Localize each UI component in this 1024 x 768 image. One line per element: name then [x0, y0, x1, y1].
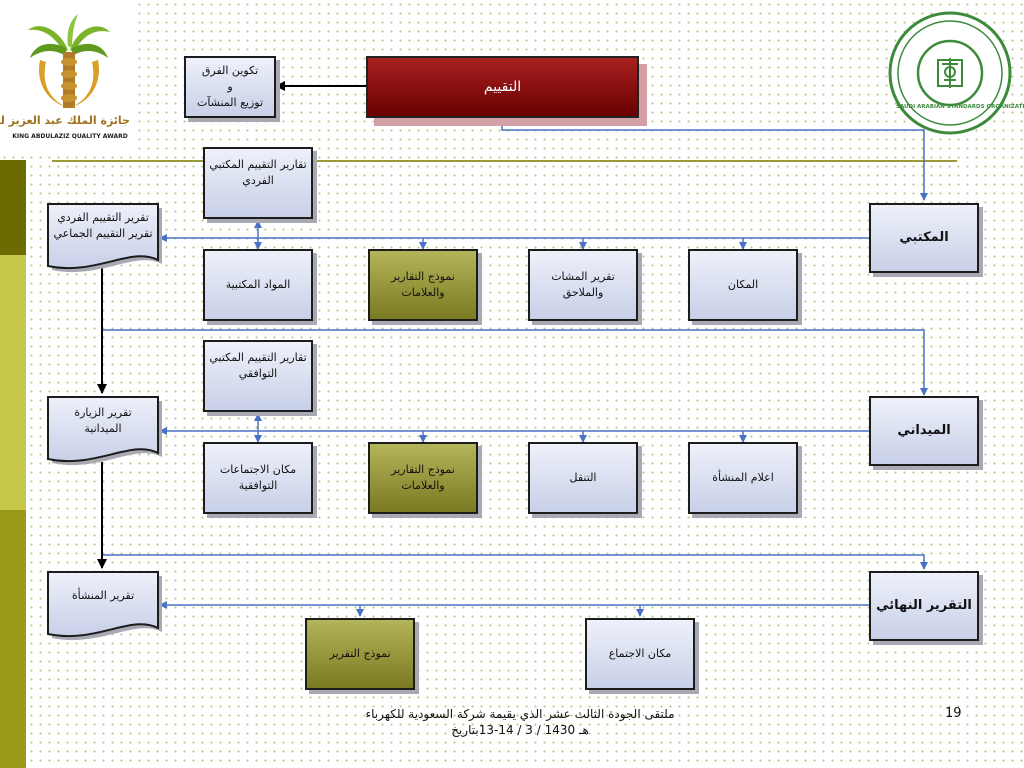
- footer-line-2: هـ 1430 / 3 / 14-13بتاريخ: [451, 723, 589, 737]
- office-materials-box: المواد المكتبية: [203, 249, 313, 321]
- transport-box: التنقل: [528, 442, 638, 514]
- voting-reports-box: تقرير المشات والملاحق: [528, 249, 638, 321]
- reports-forms-box-1: نموذج التقارير والعلامات: [368, 249, 478, 321]
- saudi-standards-organization-logo: SAUDI ARABIAN STANDARDS ORGANIZATION: [884, 8, 1024, 138]
- office-evaluation-box: المكتبي: [869, 203, 979, 273]
- footer-line-1: ملتقى الجودة الثالث عشر الذي يقيمة شركة …: [365, 707, 675, 721]
- palm-tree-icon: [28, 14, 110, 108]
- award-arabic-name: جائزة الملك عبد العزيز للجودة: [0, 114, 130, 127]
- final-report-box: التقرير النهائي: [869, 571, 979, 641]
- consensus-office-reports-box: تقارير التقييم المكتبي التوافقي: [203, 340, 313, 412]
- field-evaluation-box: الميداني: [869, 396, 979, 466]
- sidebar-block-top: [0, 160, 26, 255]
- footer-caption: ملتقى الجودة الثالث عشر الذي يقيمة شركة …: [340, 706, 700, 738]
- evaluation-box: التقييم: [366, 56, 639, 118]
- report-form-box: نموذج التقرير: [305, 618, 415, 690]
- facility-report-shape: [47, 571, 159, 638]
- place-box: المكان: [688, 249, 798, 321]
- team-forming-box: تكوين الفرق و توزيع المنشآت: [184, 56, 276, 118]
- individual-group-report-label: تقرير التقييم الفردي تقرير التقييم الجما…: [53, 211, 153, 240]
- saso-emblem-icon: [888, 11, 1012, 135]
- individual-office-reports-box: تقارير التقييم المكتبي الفردي: [203, 147, 313, 219]
- saso-english-name: SAUDI ARABIAN STANDARDS ORGANIZATION: [896, 104, 1024, 110]
- sidebar-block-bottom: [0, 510, 26, 768]
- field-visit-report-shape: [47, 396, 159, 463]
- page-number: 19: [945, 706, 962, 721]
- meeting-place-box: مكان الاجتماع: [585, 618, 695, 690]
- inform-facility-box: اعلام المنشأة: [688, 442, 798, 514]
- field-visit-report-label: تقرير الزيارة الميدانية: [74, 406, 132, 435]
- header-divider: [52, 160, 957, 162]
- facility-report-label: تقرير المنشأة: [71, 589, 135, 602]
- award-english-name: KING ABDULAZIZ QUALITY AWARD: [12, 133, 128, 140]
- consensus-meetings-place-box: مكان الاجتماعات التوافقية: [203, 442, 313, 514]
- king-abdulaziz-quality-award-logo: جائزة الملك عبد العزيز للجودة KING ABDUL…: [0, 0, 136, 155]
- reports-forms-box-2: نموذج التقارير والعلامات: [368, 442, 478, 514]
- individual-group-report-shape: [47, 203, 159, 270]
- sidebar-block-middle: [0, 255, 26, 510]
